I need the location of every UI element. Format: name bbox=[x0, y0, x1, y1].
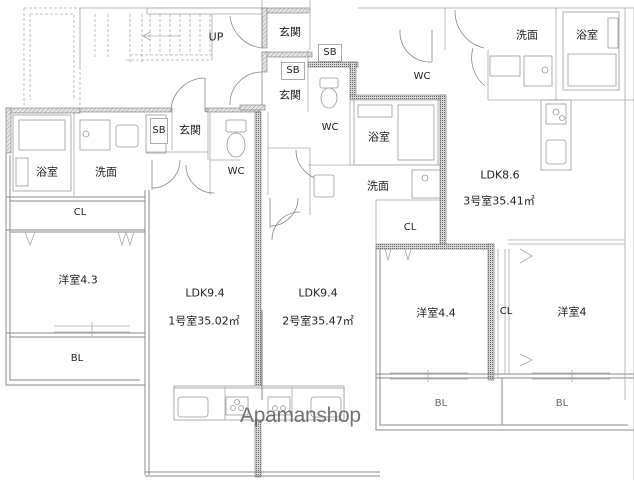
unit3-area-label: 3号室35.41㎡ bbox=[463, 194, 535, 208]
unit2-shoe-box: SB bbox=[281, 62, 305, 80]
unit1-entrance-label: 玄関 bbox=[179, 123, 201, 137]
unit3-walls bbox=[358, 7, 634, 480]
stair-area bbox=[23, 7, 263, 105]
unit1-area-label: 1号室35.02㎡ bbox=[168, 314, 240, 328]
unit1-closet-label: CL bbox=[73, 207, 87, 218]
unit2-western-room-label: 洋室4.4 bbox=[416, 306, 456, 320]
unit1-bath-label: 浴室 bbox=[36, 165, 58, 179]
kitchens-unit1-unit2 bbox=[173, 385, 345, 421]
unit1-washroom-label: 洗面 bbox=[95, 165, 117, 179]
unit2-entrance-label: 玄関 bbox=[279, 25, 301, 39]
unit1-wc bbox=[185, 112, 247, 195]
unit1-entrance-label-upper: 玄関 bbox=[279, 88, 301, 102]
stairs-up-label: UP bbox=[208, 30, 224, 44]
unit1-balcony-label: BL bbox=[70, 353, 84, 364]
unit3-western-room-label: 洋室4 bbox=[557, 305, 587, 319]
unit2-washroom-label: 洗面 bbox=[367, 179, 389, 193]
unit2-closet-label: CL bbox=[403, 222, 417, 233]
apamanshop-watermark: Apamanshop bbox=[240, 404, 361, 427]
unit1-wc-label: WC bbox=[227, 166, 245, 177]
unit1-ldk-label: LDK9.4 bbox=[185, 286, 225, 300]
unit1-walls bbox=[5, 107, 380, 478]
unit1-shoe-box: SB bbox=[150, 118, 168, 144]
unit2-bath bbox=[308, 98, 441, 247]
unit3-closet-label: CL bbox=[499, 306, 513, 317]
unit3-shoe-box: SB bbox=[318, 44, 342, 62]
unit2-bedroom bbox=[261, 247, 634, 431]
unit2-bath-label: 浴室 bbox=[368, 130, 390, 144]
unit2-balcony-label: BL bbox=[434, 398, 448, 409]
unit2-ldk-label: LDK9.4 bbox=[298, 286, 338, 300]
unit2-walls bbox=[229, 0, 495, 381]
unit3-ldk-label: LDK8.6 bbox=[480, 168, 520, 182]
unit3-bath-label: 浴室 bbox=[576, 28, 598, 42]
unit2-wc-label: WC bbox=[321, 122, 339, 133]
unit2-area-label: 2号室35.47㎡ bbox=[282, 314, 354, 328]
unit1-western-room-label: 洋室4.3 bbox=[58, 273, 98, 287]
unit1-bath bbox=[12, 112, 75, 197]
unit3-wc-label: WC bbox=[413, 71, 431, 82]
unit3-balcony-label: BL bbox=[555, 398, 569, 409]
unit3-washroom-label: 洗面 bbox=[516, 28, 538, 42]
